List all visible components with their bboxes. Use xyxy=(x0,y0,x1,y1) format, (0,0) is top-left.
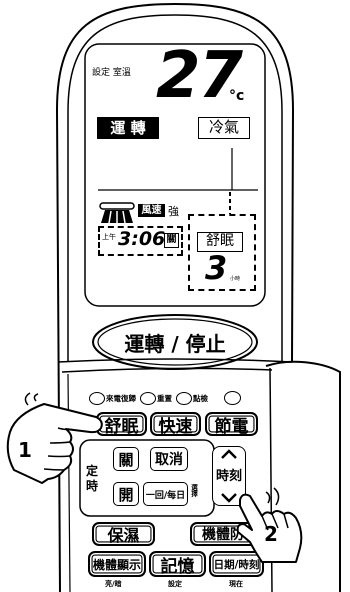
timer-label-bottom: 時 xyxy=(86,479,99,493)
fan-speed-label: 風速 xyxy=(138,204,165,217)
check-label: 點檢 xyxy=(193,394,208,403)
sleep-highlight-box xyxy=(188,214,256,291)
timer-cancel-button[interactable]: 取消 xyxy=(150,447,188,471)
time-adjust-button[interactable]: 時刻 xyxy=(212,446,246,506)
power-button[interactable]: 運轉 / 停止 xyxy=(124,332,226,356)
chevron-down-icon[interactable] xyxy=(220,493,238,503)
timer-label-top: 定 xyxy=(86,464,99,478)
recall-button[interactable] xyxy=(89,392,105,405)
check-button[interactable] xyxy=(176,392,192,405)
once-daily-button[interactable]: 一回/每日 xyxy=(143,482,188,506)
mode-indicator: 冷氣 xyxy=(198,117,250,139)
step-two-label: 2 xyxy=(264,522,278,546)
step-one-label: 1 xyxy=(18,438,32,462)
sleep-hours-unit: 小時 xyxy=(230,276,241,282)
reset-button[interactable] xyxy=(140,392,156,405)
timer-ampm: 上午 xyxy=(102,233,116,241)
unlabeled-round-button[interactable] xyxy=(224,391,241,405)
temperature-readout: 27 xyxy=(156,39,243,113)
timer-time: 3:06 xyxy=(118,228,166,250)
sleep-hours: 3 xyxy=(205,249,227,287)
reset-label: 重置 xyxy=(157,394,172,403)
memory-button[interactable]: 記憶 xyxy=(149,551,206,577)
memory-sub-label: 設定 xyxy=(168,580,182,588)
timer-highlight-box xyxy=(98,226,183,256)
fast-button[interactable]: 快速 xyxy=(150,412,201,437)
recall-label: 來電復歸 xyxy=(106,394,136,403)
date-time-button[interactable]: 日期/時刻 xyxy=(209,551,264,577)
temperature-unit: °c xyxy=(229,88,245,104)
display-brightness-button[interactable]: 機體顯示 xyxy=(88,551,146,577)
once-daily-select-label: 選擇 xyxy=(189,484,198,497)
sleep-button[interactable]: 舒眠 xyxy=(96,412,147,437)
timer-type: 關 xyxy=(164,233,179,248)
time-adjust-label: 時刻 xyxy=(215,468,242,484)
fan-speed-level: 強 xyxy=(168,205,179,218)
timer-off-button[interactable]: 關 xyxy=(113,447,139,471)
fan-speed-icon xyxy=(99,202,135,224)
operation-indicator: 運 轉 xyxy=(97,117,159,139)
chevron-up-icon[interactable] xyxy=(220,449,238,459)
timer-on-button[interactable]: 開 xyxy=(113,482,139,506)
energy-save-button[interactable]: 節電 xyxy=(205,412,258,437)
clock-sub-label: 現在 xyxy=(229,580,243,588)
set-room-temp-label: 設定 室溫 xyxy=(92,68,131,78)
sleep-indicator: 舒眠 xyxy=(197,232,243,252)
humidify-button[interactable]: 保濕 xyxy=(92,522,155,546)
display-sub-label: 亮/暗 xyxy=(105,580,122,588)
